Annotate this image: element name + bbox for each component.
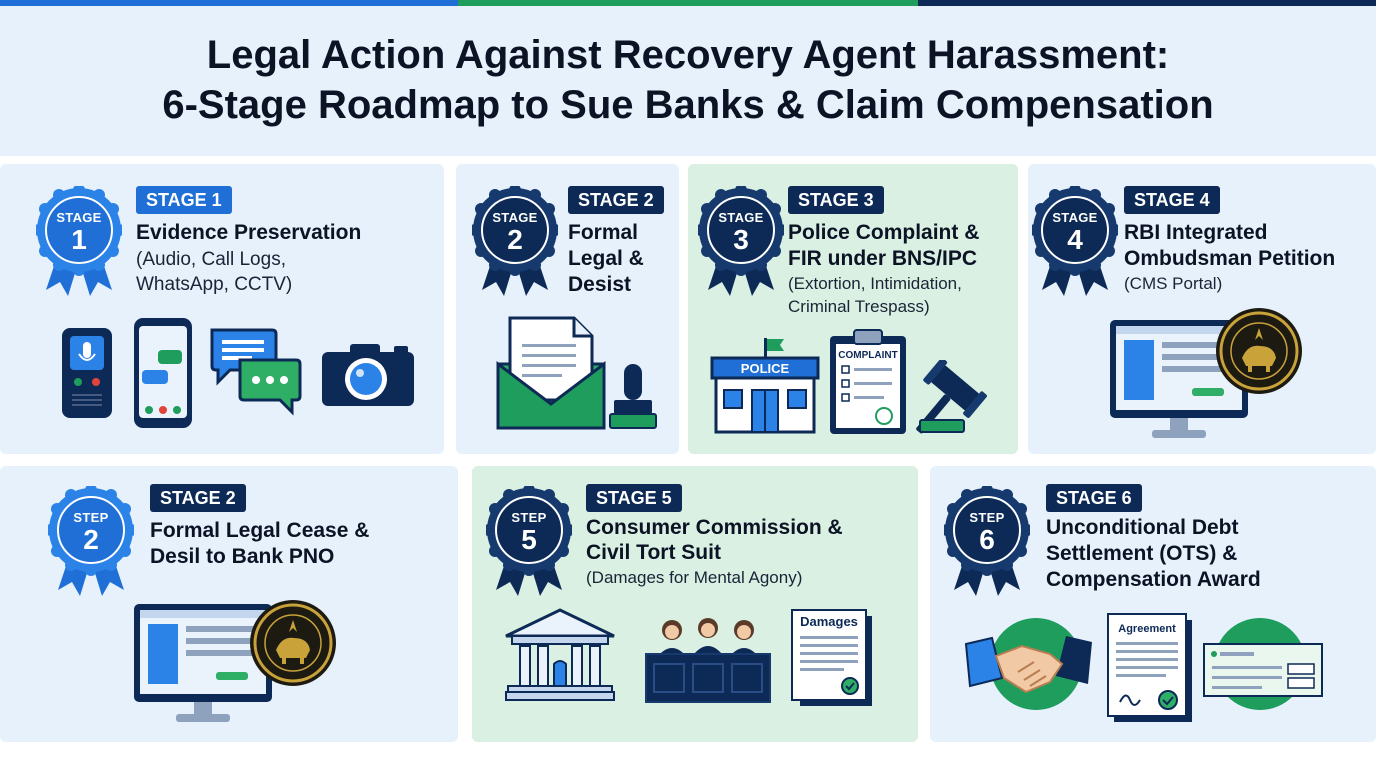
- courthouse-icon: [504, 608, 616, 702]
- stage-5-heading-2: Civil Tort Suit: [586, 541, 721, 564]
- stage-5-pill: STAGE 5: [586, 484, 682, 512]
- damages-document-icon: Damages: [790, 608, 874, 708]
- stage-4-sub-1: (CMS Portal): [1124, 274, 1223, 293]
- step-5-badge: STEP 5: [486, 486, 572, 598]
- stage-4-heading-2: Ombudsman Petition: [1124, 247, 1336, 270]
- stage-1-card: STAGE 1 STAGE 1 Evidence Preservation (A…: [0, 164, 444, 454]
- stage-2-heading-2: Legal &: [568, 247, 644, 270]
- stage-3-heading-2: FIR under BNS/IPC: [788, 247, 978, 270]
- top-accent-bar: [0, 0, 1376, 6]
- stage-3-heading-1: Police Complaint &: [788, 221, 980, 244]
- stage-4-heading-1: RBI Integrated: [1124, 221, 1268, 244]
- step-2-heading-1: Formal Legal Cease &: [150, 519, 370, 542]
- stage-6-card: STEP 6 STAGE 6 Unconditional Debt Settle…: [930, 466, 1376, 742]
- stage-1-sub-2: WhatsApp, CCTV): [136, 274, 293, 295]
- title-band: [0, 6, 1376, 156]
- stage-5-card: STEP 5 STAGE 5 Consumer Commission & Civ…: [472, 466, 918, 742]
- stage-4-badge: STAGE 4: [1032, 186, 1118, 298]
- stage-3-badge: STAGE 3: [698, 186, 784, 298]
- stage-6-heading-2: Settlement (OTS) &: [1046, 542, 1238, 565]
- stage-2-heading-1: Formal: [568, 221, 639, 244]
- agreement-document-icon: Agreement: [1106, 612, 1194, 724]
- camera-icon: [320, 342, 416, 408]
- accent-segment-blue: [0, 0, 458, 6]
- complaint-clipboard-icon: COMPLAINT: [828, 328, 908, 436]
- police-station-icon: POLICE: [710, 336, 820, 436]
- title-line-1: Legal Action Against Recovery Agent Hara…: [206, 33, 1170, 77]
- police-label: POLICE: [741, 361, 790, 376]
- stage-5-heading-1: Consumer Commission &: [586, 516, 843, 539]
- damages-label: Damages: [800, 614, 858, 629]
- agreement-label: Agreement: [1118, 623, 1176, 635]
- stage-2-heading-3: Desist: [568, 273, 632, 296]
- complaint-label: COMPLAINT: [838, 350, 897, 361]
- stage-2-pill: STAGE 2: [568, 186, 664, 214]
- title-line-2: 6-Stage Roadmap to Sue Banks & Claim Com…: [162, 83, 1214, 127]
- rbi-seal-icon: [248, 598, 338, 688]
- stage-6-heading-3: Compensation Award: [1046, 568, 1261, 591]
- handshake-icon: [964, 616, 1094, 712]
- smartphone-chat-icon: [132, 316, 194, 430]
- stage-3-sub-1: (Extortion, Intimidation,: [788, 274, 962, 293]
- stage-2-badge: STAGE 2: [472, 186, 558, 298]
- page-title: Legal Action Against Recovery Agent Hara…: [0, 30, 1376, 130]
- cheque-icon: [1202, 616, 1326, 712]
- accent-segment-green: [458, 0, 918, 6]
- stage-2-cease-card: STEP 2 STAGE 2 Formal Legal Cease & Desi…: [0, 466, 458, 742]
- stage-1-badge: STAGE 1: [36, 186, 122, 298]
- stage-1-pill: STAGE 1: [136, 186, 232, 214]
- stage-3-pill: STAGE 3: [788, 186, 884, 214]
- stage-4-card: STAGE 4 STAGE 4 RBI Integrated Ombudsman…: [1028, 164, 1376, 454]
- stage-4-pill: STAGE 4: [1124, 186, 1220, 214]
- stage-6-heading-1: Unconditional Debt: [1046, 516, 1239, 539]
- step-2-heading-2: Desil to Bank PNO: [150, 545, 335, 568]
- accent-segment-navy: [918, 0, 1376, 6]
- rubber-stamp-icon: [608, 362, 658, 432]
- gavel-icon: [916, 360, 1014, 436]
- computer-monitor-icon: [132, 602, 274, 726]
- stage-2-card: STAGE 2 STAGE 2 Formal Legal & Desist: [456, 164, 679, 454]
- chat-bubbles-icon: [208, 326, 304, 418]
- envelope-letter-icon: [496, 314, 608, 432]
- voice-recorder-icon: [60, 326, 114, 420]
- stage-1-sub-1: (Audio, Call Logs,: [136, 249, 286, 270]
- step-2-pill: STAGE 2: [150, 484, 246, 512]
- stage-3-sub-2: Criminal Trespass): [788, 297, 930, 316]
- stage-1-heading: Evidence Preservation: [136, 221, 362, 244]
- stage-6-pill: STAGE 6: [1046, 484, 1142, 512]
- step-2-badge: STEP 2: [48, 486, 134, 598]
- judges-bench-icon: [644, 616, 772, 704]
- step-6-badge: STEP 6: [944, 486, 1030, 598]
- stage-5-sub-1: (Damages for Mental Agony): [586, 568, 803, 587]
- stage-3-card: STAGE 3 STAGE 3 Police Complaint & FIR u…: [688, 164, 1018, 454]
- rbi-seal-icon: [1214, 306, 1304, 396]
